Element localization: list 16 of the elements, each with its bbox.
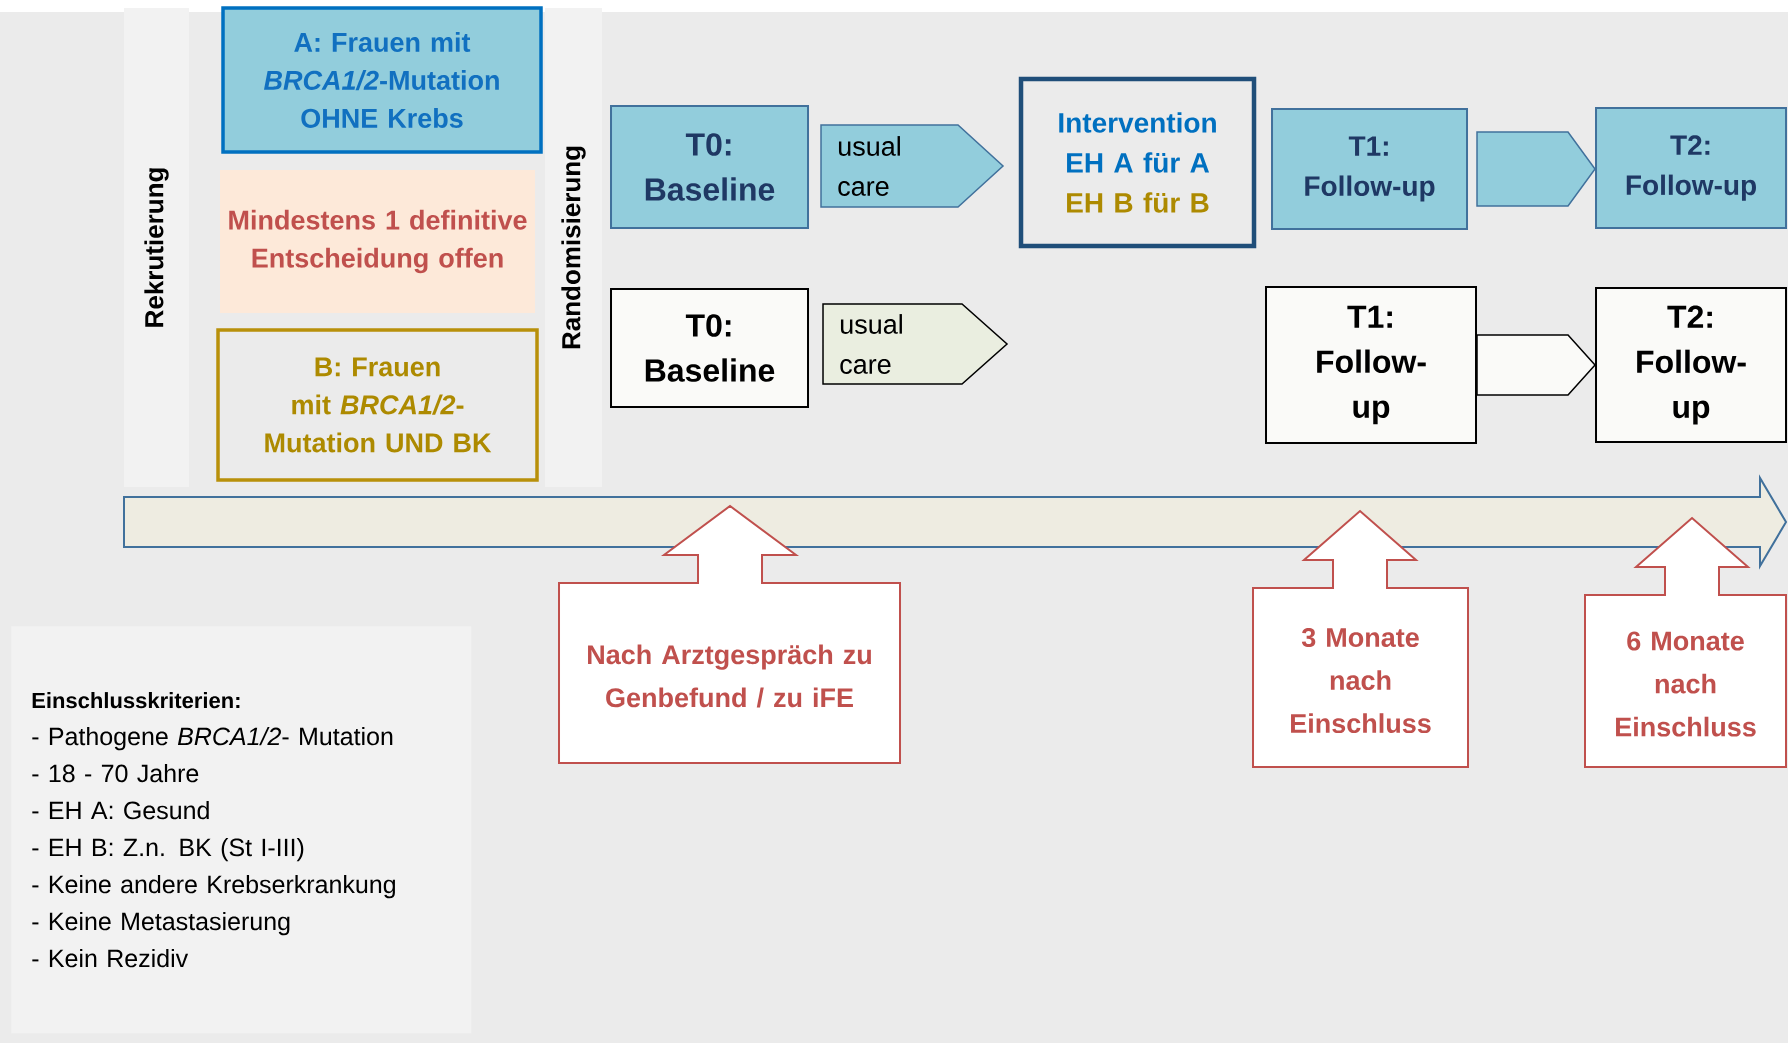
criteria-box: Einschlusskriterien: - Pathogene BRCA1/2- Mutation - 18 - 70 Jahre - EH A: Gesund - EH B: Z.n. BK (St I-III) - Keine andere Krebserkrankung - Keine Metastasierung - Kein Rezidiv <box>11 626 472 1034</box>
side-band: Rekrutierung <box>124 8 189 487</box>
condition-box: Mindestens 1 definitive Entscheidung offen <box>220 170 535 313</box>
timepoint-box: T2: Follow-up <box>1595 107 1787 229</box>
intervention-box: Intervention EH A für A EH B für B <box>1018 76 1257 249</box>
timepoint-box: T1: Follow-up <box>1265 286 1477 444</box>
timepoint-box: T1: Follow-up <box>1271 108 1468 230</box>
callout-box: 3 Monate nach Einschluss <box>1252 509 1469 768</box>
side-band: Randomisierung <box>545 8 602 487</box>
group-box: B: Frauen mit BRCA1/2-Mutation UND BK <box>216 328 539 482</box>
callout-box: Nach Arztgespräch zu Genbefund / zu iFE <box>558 504 901 764</box>
timepoint-box: T2: Follow-up <box>1595 287 1787 443</box>
timepoint-box: T0: Baseline <box>610 288 809 408</box>
group-box: A: Frauen mit BRCA1/2-Mutation OHNE Krebs <box>221 6 543 154</box>
timepoint-box: T0: Baseline <box>610 105 809 229</box>
callout-box: 6 Monate nach Einschluss <box>1584 516 1787 768</box>
